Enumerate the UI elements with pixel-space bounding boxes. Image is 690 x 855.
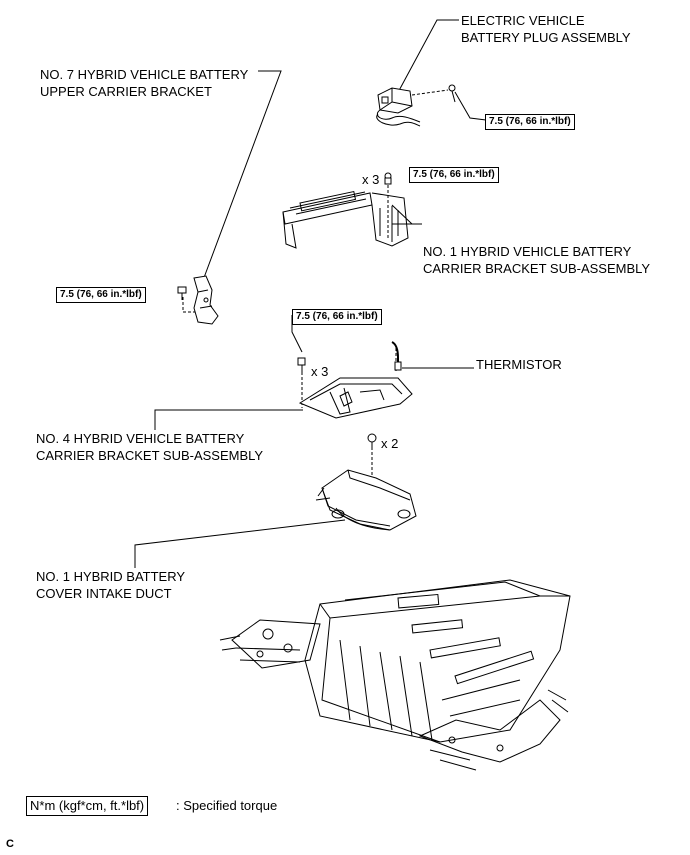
torque-box-no4-bracket: 7.5 (76, 66 in.*lbf) (292, 309, 382, 325)
battery-assembly-part (219, 579, 571, 771)
plug-assembly-label: ELECTRIC VEHICLE BATTERY PLUG ASSEMBLY (461, 13, 631, 45)
leader-intake-duct (134, 519, 346, 568)
upper-bracket-part (177, 275, 219, 325)
leader-plug (394, 19, 459, 99)
upper-carrier-bracket-label: NO. 7 HYBRID VEHICLE BATTERY UPPER CARRI… (40, 67, 249, 99)
quantity-intake-duct: x 2 (381, 436, 399, 451)
thermistor-label: THERMISTOR (476, 357, 562, 372)
no1-carrier-bracket-label: NO. 1 HYBRID VEHICLE BATTERY CARRIER BRA… (423, 244, 651, 276)
torque-box-plug: 7.5 (76, 66 in.*lbf) (485, 114, 575, 130)
torque-box-upper-bracket: 7.5 (76, 66 in.*lbf) (56, 287, 146, 303)
legend-torque-box: N*m (kgf*cm, ft.*lbf) (26, 796, 149, 816)
no4-carrier-bracket-label: NO. 4 HYBRID VEHICLE BATTERY CARRIER BRA… (36, 431, 264, 463)
no1-bracket-part (282, 172, 409, 249)
torque-box-no1-bracket: 7.5 (76, 66 in.*lbf) (409, 167, 499, 183)
battery-plug-part (376, 84, 456, 127)
leader-upper-bracket (201, 70, 282, 284)
legend-torque-text: : Specified torque (176, 798, 278, 813)
leader-plug-torque (454, 91, 487, 121)
figure-code: C (6, 838, 14, 850)
quantity-no4-bracket: x 3 (311, 364, 329, 379)
intake-duct-label: NO. 1 HYBRID BATTERY COVER INTAKE DUCT (36, 569, 186, 601)
no4-bracket-part (297, 341, 413, 419)
leader-no4-bracket (154, 409, 303, 430)
intake-duct-part (315, 433, 417, 531)
quantity-no1-bracket: x 3 (362, 172, 380, 187)
